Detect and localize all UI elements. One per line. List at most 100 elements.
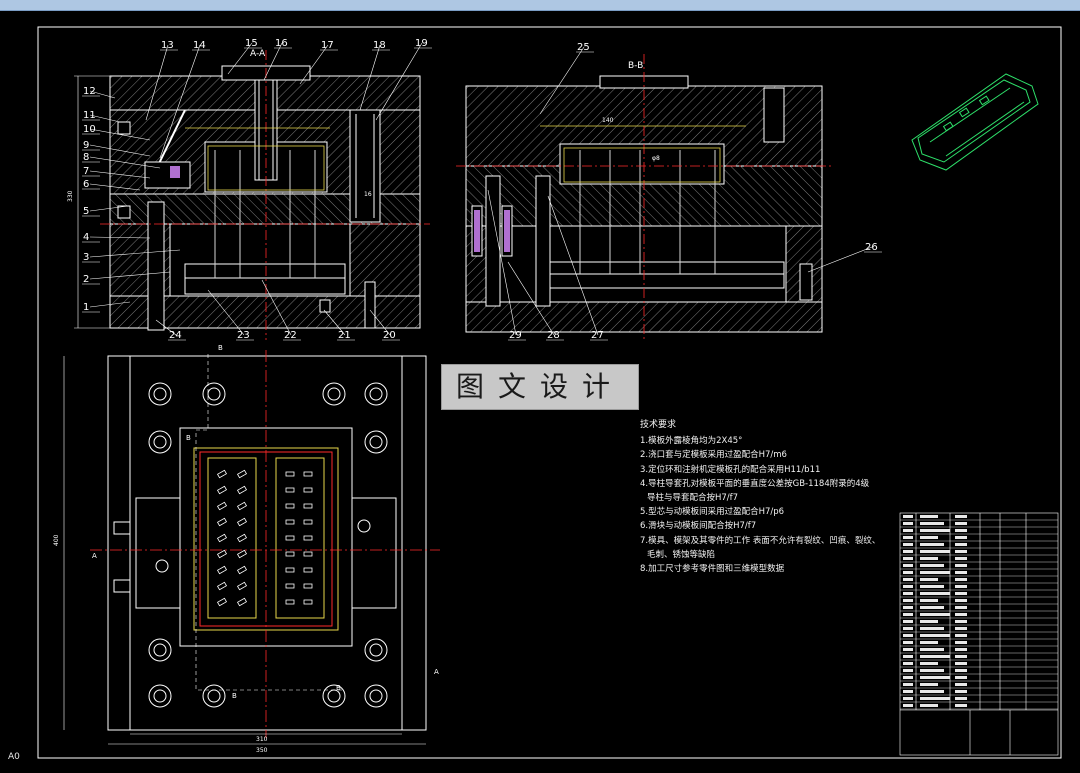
table-cell-mark bbox=[903, 662, 913, 665]
table-cell-mark bbox=[955, 697, 967, 700]
table-cell-mark bbox=[903, 585, 913, 588]
leader-line bbox=[323, 309, 346, 336]
dimension-value: 140 bbox=[602, 117, 614, 124]
note-line: 7.模具、模架及其零件的工作 表面不允许有裂纹、凹痕、裂纹、 bbox=[640, 535, 881, 546]
note-line: 5.型芯与动模板间采用过盈配合H7/p6 bbox=[640, 507, 785, 518]
leader-line bbox=[359, 44, 381, 111]
leader-line bbox=[89, 271, 171, 280]
part-number-label: 29 bbox=[509, 330, 522, 341]
part-number-label: 10 bbox=[83, 124, 96, 135]
table-cell-mark bbox=[920, 662, 938, 665]
plan-view-slides bbox=[113, 497, 397, 609]
part-number-label: 20 bbox=[383, 330, 396, 341]
section-a-centerlines bbox=[100, 50, 430, 340]
note-line: 8.加工尺寸参考零件图和三维模型数据 bbox=[640, 564, 785, 575]
dimension-value: 16 bbox=[364, 191, 372, 198]
section-a-dimensions bbox=[74, 75, 110, 329]
table-cell-mark bbox=[920, 648, 944, 651]
table-cell-mark bbox=[955, 585, 967, 588]
table-cell-mark bbox=[920, 606, 944, 609]
window-title-bar bbox=[0, 0, 1080, 11]
part-number-label: 27 bbox=[591, 330, 604, 341]
table-cell-mark bbox=[955, 599, 967, 602]
dimension-value: 400 bbox=[53, 534, 60, 546]
part-number-label: 13 bbox=[161, 40, 174, 51]
view-marker: A bbox=[92, 552, 97, 560]
leader-line bbox=[89, 156, 161, 169]
table-cell-mark bbox=[903, 627, 913, 630]
table-cell-mark bbox=[955, 606, 967, 609]
part-number-label: 14 bbox=[193, 40, 206, 51]
table-cell-mark bbox=[903, 697, 913, 700]
table-cell-mark bbox=[955, 550, 967, 553]
note-line: 4.导柱导套孔对模板平面的垂直度公差按GB-1184附录的4级 bbox=[640, 478, 870, 489]
table-cell-mark bbox=[903, 592, 913, 595]
part-number-label: 24 bbox=[169, 330, 182, 341]
plan-view bbox=[107, 355, 427, 731]
table-cell-mark bbox=[903, 620, 913, 623]
table-cell-mark bbox=[903, 529, 913, 532]
part-number-label: 18 bbox=[373, 40, 386, 51]
part-number-label: 9 bbox=[83, 140, 89, 151]
table-cell-mark bbox=[955, 641, 967, 644]
leader-line bbox=[89, 170, 151, 179]
table-cell-mark bbox=[920, 529, 950, 532]
table-cell-mark bbox=[920, 669, 944, 672]
table-cell-mark bbox=[955, 690, 967, 693]
table-cell-mark bbox=[955, 571, 967, 574]
table-cell-mark bbox=[955, 669, 967, 672]
note-line: 导柱与导套配合按H7/f7 bbox=[647, 493, 739, 504]
plan-view-bolt-holes bbox=[148, 382, 388, 708]
leader-line bbox=[89, 183, 141, 191]
part-number-label: 2 bbox=[83, 274, 89, 285]
table-cell-mark bbox=[903, 606, 913, 609]
table-cell-mark bbox=[903, 655, 913, 658]
table-cell-mark bbox=[955, 578, 967, 581]
table-cell-mark bbox=[903, 564, 913, 567]
part-number-label: 23 bbox=[237, 330, 250, 341]
table-cell-mark bbox=[920, 543, 944, 546]
table-cell-mark bbox=[903, 648, 913, 651]
leader-line bbox=[807, 246, 873, 273]
leader-line bbox=[539, 46, 585, 115]
dimension-value: 350 bbox=[256, 747, 268, 754]
part-number-label: 7 bbox=[83, 166, 89, 177]
table-cell-mark bbox=[955, 536, 967, 539]
part-number-label: 16 bbox=[275, 38, 288, 49]
part-number-label: 28 bbox=[547, 330, 560, 341]
table-cell-mark bbox=[955, 627, 967, 630]
dimension-value: 310 bbox=[256, 736, 268, 743]
leader-line bbox=[547, 195, 599, 336]
section-b-cavity-lines bbox=[540, 125, 746, 183]
leader-line bbox=[89, 301, 131, 308]
section-b-centerlines bbox=[456, 54, 832, 340]
table-cell-mark bbox=[920, 557, 938, 560]
section-label-b-b: B-B bbox=[628, 61, 643, 71]
table-cell-mark bbox=[903, 683, 913, 686]
leader-line bbox=[263, 42, 283, 81]
table-cell-mark bbox=[955, 662, 967, 665]
leader-line bbox=[145, 44, 169, 121]
section-a-leaders bbox=[82, 42, 432, 341]
leader-line bbox=[369, 309, 391, 336]
leader-line bbox=[261, 279, 292, 336]
leader-line bbox=[159, 44, 201, 159]
part-number-label: 1 bbox=[83, 302, 89, 313]
table-cell-mark bbox=[955, 522, 967, 525]
note-line: 6.滑块与动模板间配合按H7/f7 bbox=[640, 521, 757, 532]
table-cell-mark bbox=[920, 690, 944, 693]
sheet-size-label: A0 bbox=[8, 752, 20, 762]
view-marker: B bbox=[232, 692, 237, 700]
note-line: 2.浇口套与定模板采用过盈配合H7/m6 bbox=[640, 450, 787, 461]
leader-line bbox=[299, 44, 329, 85]
table-cell-mark bbox=[920, 571, 950, 574]
part-number-label: 12 bbox=[83, 86, 96, 97]
plan-view-dimensions bbox=[63, 356, 426, 745]
table-cell-mark bbox=[955, 613, 967, 616]
table-cell-mark bbox=[920, 620, 938, 623]
part-number-label: 11 bbox=[83, 110, 96, 121]
table-cell-mark bbox=[955, 529, 967, 532]
table-cell-mark bbox=[903, 522, 913, 525]
section-b-leaders bbox=[487, 46, 882, 341]
table-cell-mark bbox=[920, 683, 938, 686]
